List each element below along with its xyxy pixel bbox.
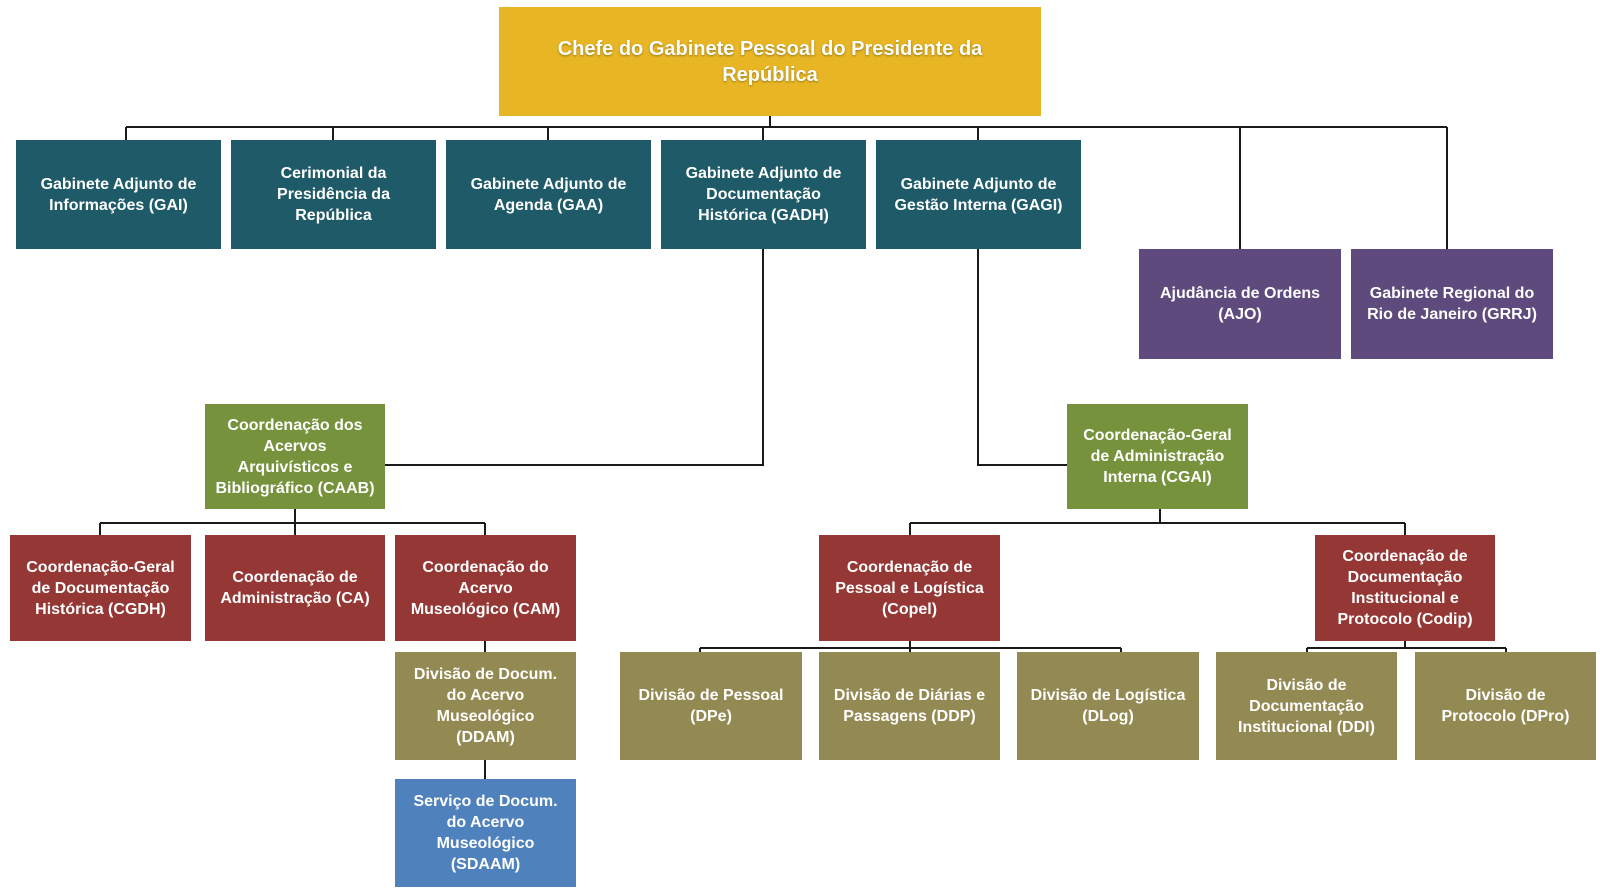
copel-box: Coordenação de Pessoal e Logística (Cope… [819, 535, 1000, 641]
ca-box: Coordenação de Administração (CA) [205, 535, 385, 641]
ddp-box: Divisão de Diárias e Passagens (DDP) [819, 652, 1000, 760]
sdaam-box: Serviço de Docum. do Acervo Museológico … [395, 779, 576, 887]
dpe-box: Divisão de Pessoal (DPe) [620, 652, 802, 760]
ddi-box: Divisão de Documentação Institucional (D… [1216, 652, 1397, 760]
chief-of-staff-box: Chefe do Gabinete Pessoal do Presidente … [499, 7, 1041, 116]
gaa-box: Gabinete Adjunto de Agenda (GAA) [446, 140, 651, 249]
ceremonial-box: Cerimonial da Presidência da República [231, 140, 436, 249]
dlog-box: Divisão de Logística (DLog) [1017, 652, 1199, 760]
gadh-box: Gabinete Adjunto de Documentação Históri… [661, 140, 866, 249]
gai-box: Gabinete Adjunto de Informações (GAI) [16, 140, 221, 249]
cam-box: Coordenação do Acervo Museológico (CAM) [395, 535, 576, 641]
dpro-box: Divisão de Protocolo (DPro) [1415, 652, 1596, 760]
codip-box: Coordenação de Documentação Instituciona… [1315, 535, 1495, 641]
caab-box: Coordenação dos Acervos Arquivísticos e … [205, 404, 385, 509]
grrj-box: Gabinete Regional do Rio de Janeiro (GRR… [1351, 249, 1553, 359]
cgdh-box: Coordenação-Geral de Documentação Histór… [10, 535, 191, 641]
gagi-box: Gabinete Adjunto de Gestão Interna (GAGI… [876, 140, 1081, 249]
ddam-box: Divisão de Docum. do Acervo Museológico … [395, 652, 576, 760]
cgai-box: Coordenação-Geral de Administração Inter… [1067, 404, 1248, 509]
ajo-box: Ajudância de Ordens (AJO) [1139, 249, 1341, 359]
